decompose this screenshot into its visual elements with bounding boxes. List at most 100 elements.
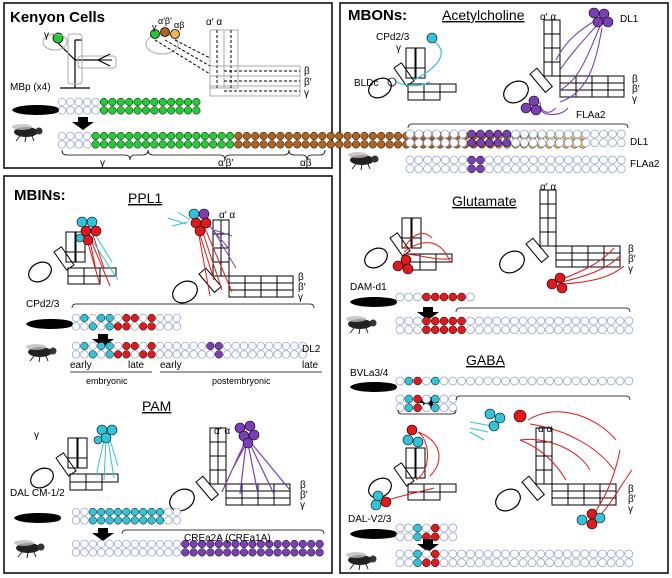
cell-circle: [377, 131, 386, 141]
ach-dl1-row-label: DL1: [630, 137, 649, 148]
cell-circle: [122, 322, 131, 331]
kenyon-adult-mb: [145, 27, 301, 97]
cell-circle: [439, 376, 449, 386]
cell-circle: [413, 292, 422, 302]
ppl1-lobe-beta: β: [298, 272, 304, 283]
gaba-larval-cell-row-1: [395, 394, 458, 413]
pam-arrow-icon: [92, 528, 114, 541]
cell-circle: [74, 106, 83, 115]
ppl1-late-1: late: [128, 360, 145, 371]
cell-circle: [395, 292, 405, 302]
cell-circle: [155, 548, 165, 557]
cell-circle: [147, 507, 156, 517]
kenyon-lobe-betap: β′: [304, 77, 312, 88]
glu-fly-icon: [345, 315, 377, 335]
gaba-dalv-label: DAL-V2/3: [348, 514, 392, 525]
cell-circle: [167, 131, 176, 141]
cell-circle: [501, 549, 510, 559]
cell-circle: [265, 341, 274, 351]
cell-circle: [256, 539, 265, 549]
cell-circle: [197, 539, 207, 549]
cell-circle: [545, 549, 554, 559]
cell-circle: [457, 325, 466, 335]
cell-circle: [608, 129, 617, 139]
cell-circle: [122, 548, 131, 557]
glu-brace: [455, 307, 631, 313]
cell-circle: [315, 539, 324, 549]
cell-circle: [615, 316, 625, 326]
cell-circle: [562, 325, 572, 335]
cell-circle: [458, 164, 468, 174]
cell-circle: [599, 155, 608, 165]
cell-circle: [562, 376, 572, 386]
cell-circle: [624, 376, 634, 386]
cell-circle: [290, 341, 299, 351]
cell-circle: [449, 164, 459, 174]
pam-lobe-gamma: γ: [300, 500, 305, 511]
cell-circle: [520, 155, 529, 165]
cell-circle: [439, 394, 449, 404]
cell-circle: [520, 138, 529, 148]
cell-circle: [192, 106, 201, 115]
cell-circle: [225, 140, 235, 149]
cell-circle: [404, 558, 414, 568]
cell-circle: [502, 164, 512, 174]
cell-circle: [214, 539, 223, 549]
cell-circle: [423, 138, 432, 148]
cell-circle: [537, 164, 547, 174]
cell-circle: [555, 138, 564, 148]
cell-circle: [404, 292, 414, 302]
cell-circle: [155, 341, 165, 351]
glu-adult-neurons: [546, 247, 625, 294]
cell-circle: [483, 558, 493, 568]
cell-circle: [554, 549, 563, 559]
cell-circle: [589, 316, 598, 326]
ppl1-embryonic-label: embryonic: [86, 376, 128, 386]
cell-circle: [589, 549, 598, 559]
cell-circle: [554, 316, 563, 326]
cell-circle: [624, 558, 634, 568]
cell-circle: [231, 548, 240, 557]
cell-circle: [493, 164, 503, 174]
cell-circle: [248, 350, 257, 359]
kenyon-larval-cell-row: [57, 97, 201, 115]
cell-circle: [457, 316, 466, 326]
cell-circle: [158, 97, 167, 107]
cell-circle: [206, 350, 215, 359]
cell-circle: [164, 539, 173, 549]
cell-circle: [598, 558, 607, 568]
cell-circle: [518, 558, 528, 568]
cell-circle: [183, 97, 193, 107]
cell-circle: [259, 131, 268, 141]
cell-circle: [395, 403, 405, 413]
glu-lobe-beta: β: [628, 244, 634, 255]
cell-circle: [448, 549, 458, 559]
cell-circle: [88, 507, 97, 517]
cell-circle: [510, 549, 519, 559]
cell-circle: [492, 316, 502, 326]
cell-circle: [122, 516, 131, 525]
cell-circle: [606, 549, 616, 559]
cell-circle: [518, 376, 528, 386]
cell-circle: [423, 129, 432, 139]
cell-circle: [422, 523, 431, 533]
ppl1-cpd-label: CPd2/3: [26, 299, 60, 310]
cell-circle: [598, 316, 607, 326]
cell-circle: [71, 313, 81, 323]
ach-bldc-label: BLDc: [354, 78, 378, 89]
cell-circle: [571, 376, 581, 386]
cell-circle: [564, 155, 573, 165]
cell-circle: [511, 129, 520, 139]
cell-circle: [189, 539, 198, 549]
cell-circle: [413, 532, 422, 542]
cell-circle: [474, 376, 484, 386]
cell-circle: [318, 131, 327, 141]
mbons-panel: MBONs: Acetylcholine CPd2/3 γ BLDc α′ α …: [345, 7, 660, 571]
cell-circle: [66, 97, 75, 107]
cell-circle: [88, 350, 97, 359]
cell-circle: [483, 316, 493, 326]
cell-circle: [571, 549, 581, 559]
cell-circle: [598, 325, 607, 335]
cell-circle: [74, 97, 83, 107]
cell-circle: [564, 129, 573, 139]
